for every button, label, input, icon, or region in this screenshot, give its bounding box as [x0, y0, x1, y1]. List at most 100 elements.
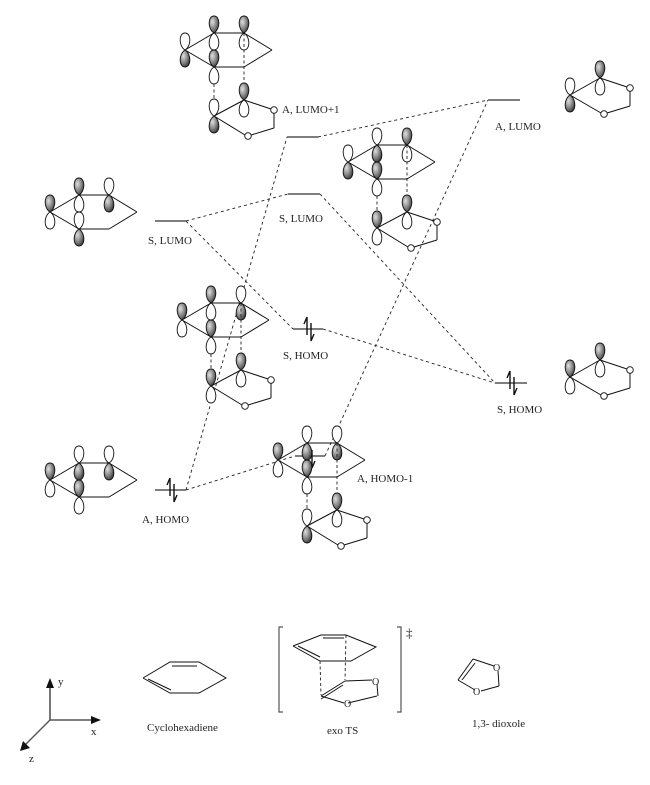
p-orbital-lobe	[73, 445, 85, 464]
oxygen-label: O	[493, 663, 500, 674]
label-dioxole: 1,3- dioxole	[472, 718, 525, 730]
bond	[250, 127, 275, 136]
ts-homo-orbital	[176, 285, 275, 410]
bond	[569, 77, 601, 96]
p-orbital-lobe	[301, 425, 313, 444]
p-orbital-lobe	[401, 194, 413, 213]
p-orbital-lobe	[371, 178, 383, 197]
bond	[480, 685, 500, 692]
oxygen-atom	[363, 516, 371, 524]
bond	[376, 683, 379, 697]
bond	[347, 144, 378, 163]
corr-left-homo-to-ts-homo1	[185, 455, 296, 491]
electron-pair-icon	[166, 477, 178, 503]
p-orbital-lobe	[371, 127, 383, 146]
bond	[181, 302, 212, 321]
p-orbital-lobe	[44, 211, 56, 230]
p-orbital-lobe	[176, 319, 188, 338]
spin-down-arrow-icon	[310, 323, 315, 342]
double-bond	[147, 678, 172, 691]
electron-pair-icon	[303, 316, 315, 342]
corr-ts-lumo-to-right-homo	[319, 193, 496, 384]
p-orbital-lobe	[179, 49, 191, 68]
x-arrow-icon	[91, 716, 101, 724]
oxygen-label: O	[372, 677, 379, 688]
bond	[213, 99, 245, 117]
p-orbital-lobe	[342, 144, 354, 163]
p-orbital-lobe	[235, 285, 247, 304]
p-orbital-lobe	[44, 462, 56, 481]
p-orbital-lobe	[205, 285, 217, 304]
p-orbital-lobe	[205, 336, 217, 355]
p-orbital-lobe	[44, 194, 56, 213]
bond	[108, 462, 138, 481]
corr-ts-lumo1-to-right-lumo	[317, 99, 489, 138]
corr-left-lumo-to-ts-lumo	[185, 193, 289, 222]
p-orbital-lobe	[73, 228, 85, 247]
orbital-pictures	[44, 15, 634, 550]
p-orbital-lobe	[594, 359, 606, 378]
axis-label-y: y	[58, 676, 64, 688]
bond	[184, 32, 215, 51]
oxygen-atom	[600, 110, 608, 118]
bond	[472, 658, 495, 667]
p-orbital-lobe	[238, 82, 250, 101]
label-left-lumo: S, LUMO	[148, 235, 192, 247]
bond	[457, 679, 476, 691]
corr-ts-homo1-to-right-lumo	[324, 99, 489, 457]
p-orbital-lobe	[205, 319, 217, 338]
label-ts-homo: S, HOMO	[283, 350, 328, 362]
p-orbital-lobe	[73, 496, 85, 515]
ts-double-dagger: ‡	[406, 625, 413, 640]
cyclohexadiene-lumo-orbital	[44, 177, 138, 247]
p-orbital-lobe	[208, 98, 220, 117]
bond	[606, 387, 631, 396]
bond	[243, 32, 273, 51]
p-orbital-lobe	[401, 211, 413, 230]
oxygen-atom	[241, 402, 249, 410]
p-orbital-lobe	[44, 479, 56, 498]
dioxole-structure: O O 1,3- dioxole	[457, 658, 525, 730]
spin-down-arrow-icon	[311, 450, 316, 469]
corr-left-lumo-to-ts-homo	[185, 220, 294, 330]
oxygen-label: O	[344, 699, 351, 710]
p-orbital-lobe	[594, 60, 606, 79]
bond	[376, 211, 408, 229]
p-orbital-lobe	[594, 77, 606, 96]
p-orbital-lobe	[235, 369, 247, 388]
bond	[336, 459, 366, 478]
bond	[569, 359, 601, 378]
spin-up-arrow-icon	[166, 477, 171, 496]
bond	[306, 525, 339, 546]
oxygen-atom	[267, 376, 275, 384]
bond	[406, 144, 436, 163]
bond	[240, 369, 269, 380]
spin-down-arrow-icon	[513, 377, 518, 396]
left-bracket	[278, 626, 283, 713]
p-orbital-lobe	[564, 77, 576, 96]
bond	[406, 161, 436, 180]
bond	[243, 49, 273, 68]
bond	[306, 509, 338, 527]
p-orbital-lobe	[103, 194, 115, 213]
ts-homo-minus1-orbital	[272, 425, 371, 550]
bond	[336, 442, 366, 461]
bond	[320, 680, 346, 697]
bond	[240, 319, 270, 338]
oxygen-atom	[626, 84, 634, 92]
bond	[569, 376, 602, 396]
p-orbital-lobe	[205, 385, 217, 404]
p-orbital-lobe	[564, 376, 576, 395]
p-orbital-lobe	[401, 127, 413, 146]
label-left-homo: A, HOMO	[142, 514, 189, 526]
bond	[347, 161, 378, 180]
bond	[210, 385, 243, 406]
p-orbital-lobe	[208, 49, 220, 68]
bond	[108, 479, 138, 498]
p-orbital-lobe	[208, 15, 220, 34]
p-orbital-lobe	[331, 425, 343, 444]
bond	[344, 679, 373, 682]
bond	[343, 537, 368, 546]
p-orbital-lobe	[103, 445, 115, 464]
